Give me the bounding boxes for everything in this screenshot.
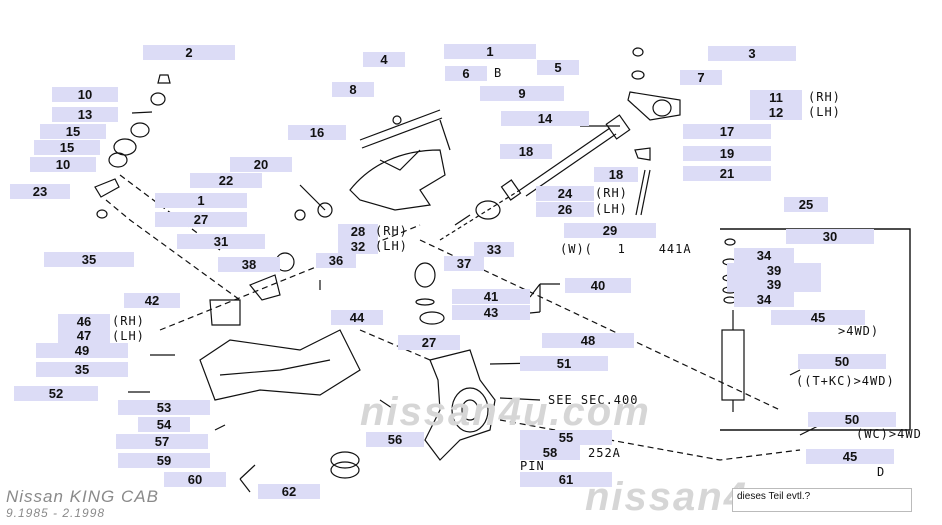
part-note: dieses Teil evtl.?: [732, 488, 912, 512]
callout-1[interactable]: 1: [155, 193, 247, 208]
callout-24[interactable]: 24: [536, 186, 594, 201]
callout-61[interactable]: 61: [520, 472, 612, 487]
model-title: Nissan KING CAB: [6, 487, 159, 506]
callout-50[interactable]: 50: [808, 412, 896, 427]
callout-1[interactable]: 1: [444, 44, 536, 59]
callout-9[interactable]: 9: [480, 86, 564, 101]
note-lh-47: (LH): [112, 329, 145, 343]
callout-48[interactable]: 48: [542, 333, 634, 348]
callout-27[interactable]: 27: [398, 335, 460, 350]
callout-40[interactable]: 40: [565, 278, 631, 293]
callout-22[interactable]: 22: [190, 173, 262, 188]
callout-39[interactable]: 39: [727, 277, 821, 292]
model-years: 9.1985 - 2.1998: [6, 506, 106, 520]
callout-52[interactable]: 52: [14, 386, 98, 401]
note-lh-32: (LH): [375, 239, 408, 253]
note-pin: PIN: [520, 459, 545, 473]
callout-15[interactable]: 15: [34, 140, 100, 155]
callout-38[interactable]: 38: [218, 257, 280, 272]
nut-part: [157, 74, 171, 84]
callout-27[interactable]: 27: [155, 212, 247, 227]
note-lh-26: (LH): [595, 202, 628, 216]
callout-43[interactable]: 43: [452, 305, 530, 320]
callout-37[interactable]: 37: [444, 256, 484, 271]
callout-30[interactable]: 30: [786, 229, 874, 244]
callout-35[interactable]: 35: [44, 252, 134, 267]
callout-58[interactable]: 58: [520, 445, 580, 460]
callout-17[interactable]: 17: [683, 124, 771, 139]
callout-51[interactable]: 51: [520, 356, 608, 371]
callout-42[interactable]: 42: [124, 293, 180, 308]
callout-39[interactable]: 39: [727, 263, 821, 278]
callout-62[interactable]: 62: [258, 484, 320, 499]
callout-15[interactable]: 15: [40, 124, 106, 139]
callout-25[interactable]: 25: [784, 197, 828, 212]
note-rh-28: (RH): [375, 224, 408, 238]
callout-49[interactable]: 49: [36, 343, 128, 358]
callout-53[interactable]: 53: [118, 400, 210, 415]
callout-3[interactable]: 3: [708, 46, 796, 61]
callout-33[interactable]: 33: [474, 242, 514, 257]
note-rh-11: (RH): [808, 90, 841, 104]
callout-32[interactable]: 32: [338, 239, 378, 254]
callout-11[interactable]: 11: [750, 90, 802, 105]
callout-16[interactable]: 16: [288, 125, 346, 140]
callout-28[interactable]: 28: [338, 224, 378, 239]
note-lh-12: (LH): [808, 105, 841, 119]
callout-6[interactable]: 6: [445, 66, 487, 81]
callout-35[interactable]: 35: [36, 362, 128, 377]
callout-29[interactable]: 29: [564, 223, 656, 238]
note-see-sec: SEE SEC.400: [548, 393, 639, 407]
callout-34[interactable]: 34: [734, 292, 794, 307]
callout-47[interactable]: 47: [58, 328, 110, 343]
callout-23[interactable]: 23: [10, 184, 70, 199]
callout-18[interactable]: 18: [500, 144, 552, 159]
callout-20[interactable]: 20: [230, 157, 292, 172]
note-wc-4wd: (WC)>4WD: [856, 427, 922, 441]
note-252a: 252A: [588, 446, 621, 460]
note-b: B: [494, 66, 503, 80]
callout-57[interactable]: 57: [116, 434, 208, 449]
callout-4[interactable]: 4: [363, 52, 405, 67]
callout-60[interactable]: 60: [164, 472, 226, 487]
callout-45[interactable]: 45: [771, 310, 865, 325]
callout-13[interactable]: 13: [52, 107, 118, 122]
callout-55[interactable]: 55: [520, 430, 612, 445]
callout-54[interactable]: 54: [138, 417, 190, 432]
callout-21[interactable]: 21: [683, 166, 771, 181]
callout-31[interactable]: 31: [177, 234, 265, 249]
note-tkc-4wd: ((T+KC)>4WD): [796, 374, 895, 388]
note-d: D: [877, 465, 886, 479]
callout-41[interactable]: 41: [452, 289, 530, 304]
note-4wd: >4WD): [838, 324, 880, 338]
callout-50[interactable]: 50: [798, 354, 886, 369]
callout-10[interactable]: 10: [30, 157, 96, 172]
callout-59[interactable]: 59: [118, 453, 210, 468]
callout-45[interactable]: 45: [806, 449, 894, 464]
callout-10[interactable]: 10: [52, 87, 118, 102]
callout-44[interactable]: 44: [331, 310, 383, 325]
callout-18[interactable]: 18: [594, 167, 638, 182]
callout-36[interactable]: 36: [316, 253, 356, 268]
callout-7[interactable]: 7: [680, 70, 722, 85]
callout-56[interactable]: 56: [366, 432, 424, 447]
note-rh-46: (RH): [112, 314, 145, 328]
callout-12[interactable]: 12: [750, 105, 802, 120]
callout-5[interactable]: 5: [537, 60, 579, 75]
callout-2[interactable]: 2: [143, 45, 235, 60]
callout-19[interactable]: 19: [683, 146, 771, 161]
watermark-logo: nissan4u.com: [360, 390, 651, 434]
callout-26[interactable]: 26: [536, 202, 594, 217]
callout-46[interactable]: 46: [58, 314, 110, 329]
note-w441a: (W)( 1 441A: [560, 242, 692, 256]
callout-8[interactable]: 8: [332, 82, 374, 97]
callout-34[interactable]: 34: [734, 248, 794, 263]
callout-14[interactable]: 14: [501, 111, 589, 126]
note-rh-24: (RH): [595, 186, 628, 200]
